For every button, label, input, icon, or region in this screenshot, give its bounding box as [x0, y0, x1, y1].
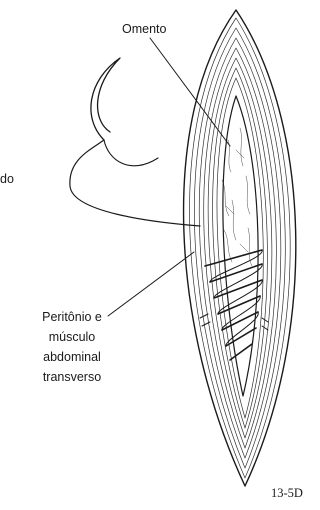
figure-number: 13-5D: [271, 486, 303, 502]
peritonio-label: Peritônio e músculo abdominal transverso: [26, 307, 118, 387]
peritonio-leader: [108, 252, 194, 316]
peritonio-label-line-4: transverso: [26, 367, 118, 387]
omento-label: Omento: [122, 22, 166, 38]
truncated-label-do: do: [0, 172, 14, 188]
peritonio-label-line-1: Peritônio e: [26, 307, 118, 327]
stitch-ticks: [200, 314, 268, 330]
peritonio-label-line-3: abdominal: [26, 347, 118, 367]
omentum-texture: [222, 128, 252, 266]
needle: [91, 58, 120, 140]
tissue-layers: [190, 18, 291, 478]
peritonio-label-line-2: músculo: [26, 327, 118, 347]
needle-tip: [104, 140, 158, 166]
suture-thread: [70, 140, 200, 226]
